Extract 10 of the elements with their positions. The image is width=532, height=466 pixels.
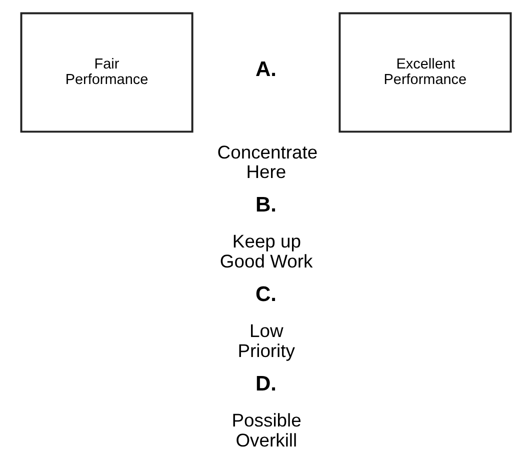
label: B. <box>255 194 277 217</box>
node-box: Fair Performance <box>20 12 194 133</box>
label: Concentrate Here <box>217 141 318 182</box>
label: A. <box>255 58 277 82</box>
label: Possible Overkill <box>232 410 302 450</box>
label: C. <box>255 283 277 306</box>
label: Low Priority <box>238 320 295 361</box>
label: D. <box>255 372 277 396</box>
node-box: Excellent Performance <box>338 12 512 133</box>
label: Keep up Good Work <box>220 230 313 272</box>
